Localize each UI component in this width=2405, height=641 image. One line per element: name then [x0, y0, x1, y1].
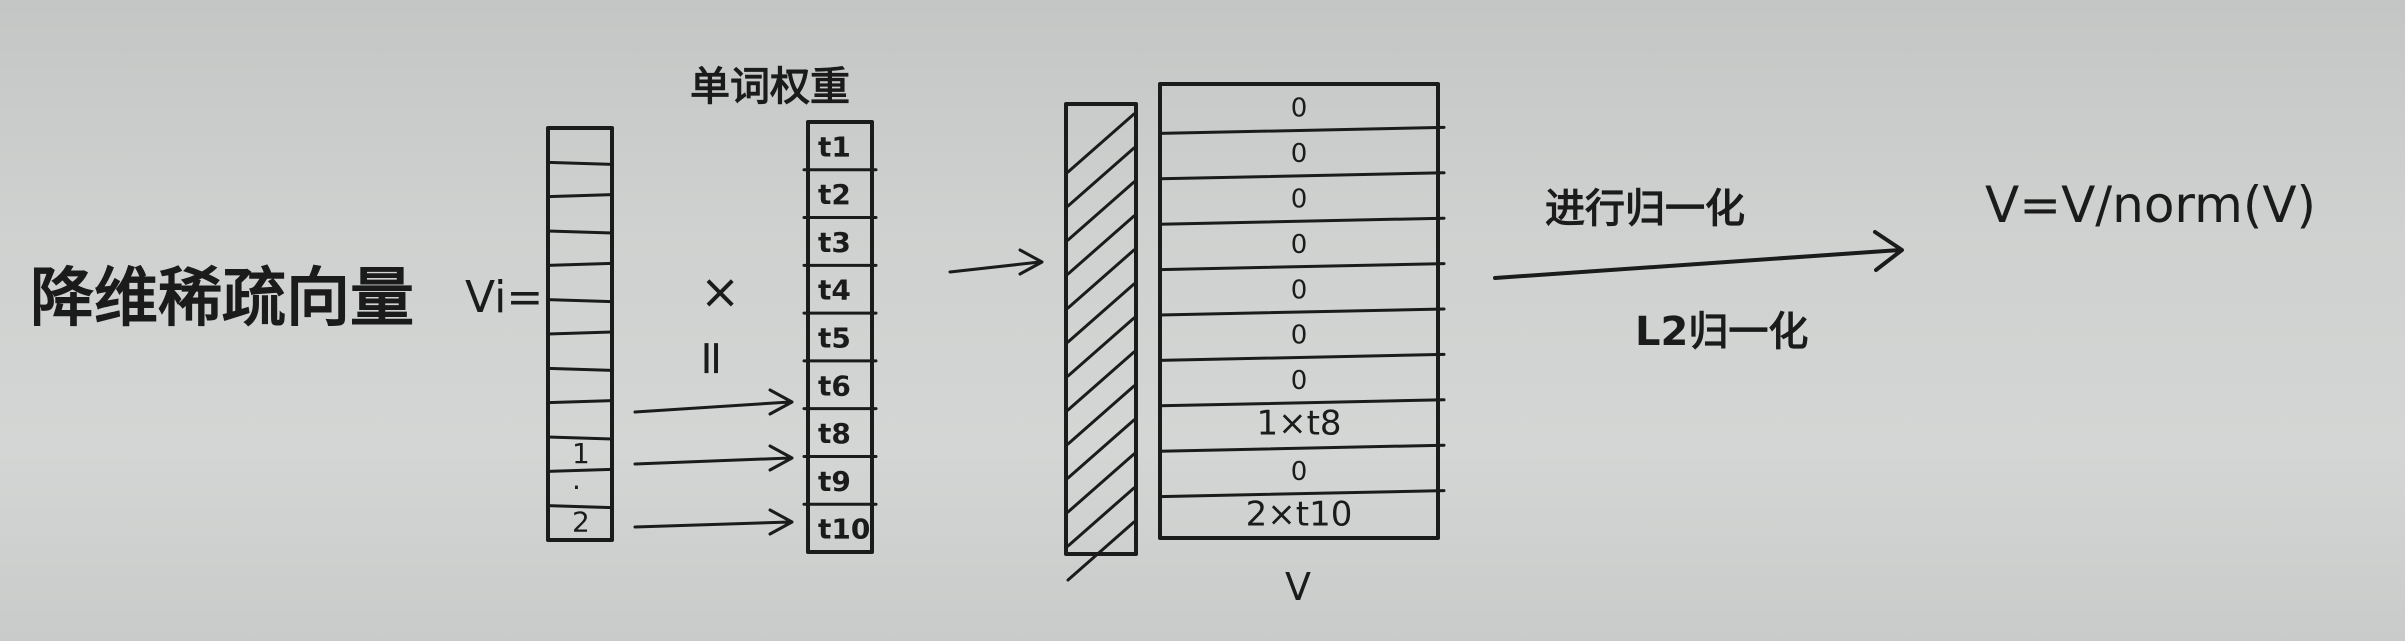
sparse-cell-value: ·: [572, 471, 581, 504]
result-row-divider: [1158, 307, 1446, 317]
hatch-stroke: [1066, 180, 1136, 242]
hatch-stroke: [1066, 452, 1136, 514]
result-cell: 0: [1291, 230, 1308, 260]
result-cell: 1×t8: [1256, 403, 1341, 443]
hatch-stroke: [1066, 112, 1136, 174]
hatch-stroke: [1066, 350, 1136, 412]
result-row-divider: [1158, 398, 1446, 408]
sparse-row-divider: [546, 467, 614, 473]
result-cell: 2×t10: [1246, 494, 1353, 534]
sparse-cell-value: 1: [572, 437, 590, 470]
normalization-formula: V=V/norm(V): [1985, 176, 2316, 234]
sparse-cell-value: 2: [572, 505, 590, 538]
hatch-stroke: [1066, 486, 1136, 548]
sparse-row-divider: [546, 399, 614, 405]
hatch-stroke: [1066, 282, 1136, 344]
sparse-row-divider: [546, 330, 614, 336]
result-vector-border: [1158, 82, 1440, 540]
sparse-row-divider: [546, 366, 614, 372]
weight-cell: t8: [818, 417, 851, 450]
weight-cell: t10: [818, 513, 870, 546]
equals-symbol: =: [684, 338, 740, 378]
hatch-lines: [1066, 112, 1136, 582]
hatch-stroke: [1066, 248, 1136, 310]
sparse-vector-label: 降维稀疏向量: [30, 262, 414, 336]
hatch-stroke: [1066, 418, 1136, 480]
sparse-vector-column: 1·2: [546, 126, 614, 542]
weight-cell: t1: [818, 130, 851, 163]
hatch-stroke: [1066, 384, 1136, 446]
result-row-divider: [1158, 352, 1446, 362]
result-row-divider: [1158, 171, 1446, 181]
weights-column: t1 t2 t3 t4 t5 t6 t8 t9 t10: [802, 120, 878, 554]
normalize-label: 进行归一化: [1545, 186, 1745, 232]
weight-cell: t5: [818, 322, 851, 355]
weights-column-border: [806, 120, 874, 554]
result-cell: 0: [1291, 184, 1308, 214]
weight-cell: t3: [818, 226, 851, 259]
arrow-row-3: [633, 508, 794, 536]
hatched-column-border: [1064, 102, 1138, 556]
result-row-divider: [1158, 443, 1446, 453]
multiply-symbol: ×: [700, 264, 740, 320]
weight-cell: t4: [818, 274, 851, 307]
result-cell: 0: [1291, 139, 1308, 169]
sparse-row-divider: [546, 435, 614, 441]
hatch-stroke: [1066, 146, 1136, 208]
sparse-row-divider: [546, 160, 614, 166]
result-row-divider: [1158, 216, 1446, 226]
l2-normalize-label: L2归一化: [1635, 309, 1808, 355]
result-cell: 0: [1291, 94, 1308, 124]
sparse-row-divider: [546, 193, 614, 199]
sparse-row-divider: [546, 504, 614, 510]
hatch-stroke: [1066, 316, 1136, 378]
result-cell: 0: [1291, 457, 1308, 487]
mapping-arrows: [633, 388, 794, 536]
weight-cell: t2: [818, 178, 851, 211]
result-vector-label: V: [1285, 565, 1311, 609]
result-cell: 0: [1291, 366, 1308, 396]
vi-equals-label: Vi=: [465, 272, 543, 323]
sparse-row-divider: [546, 298, 614, 304]
result-row-divider: [1158, 125, 1446, 135]
normalize-arrow: [1493, 230, 1904, 280]
hatched-column: [1064, 102, 1138, 582]
result-row-divider: [1158, 262, 1446, 272]
arrow-row-1: [633, 388, 794, 416]
sparse-row-divider: [546, 261, 614, 267]
weights-label: 单词权重: [690, 64, 850, 110]
weight-cell: t9: [818, 465, 851, 498]
result-row-divider: [1158, 489, 1446, 499]
arrow-to-result: [948, 248, 1044, 276]
result-cell: 0: [1291, 321, 1308, 351]
result-vector-column: 0 0 0 0 0 0 0 1×t8 0 2×t10: [1158, 82, 1446, 540]
hatch-stroke: [1066, 214, 1136, 276]
weight-cell: t6: [818, 369, 851, 402]
result-cell: 0: [1291, 275, 1308, 305]
sparse-row-divider: [546, 229, 614, 235]
arrow-row-2: [633, 444, 794, 472]
hatch-stroke: [1066, 520, 1136, 582]
